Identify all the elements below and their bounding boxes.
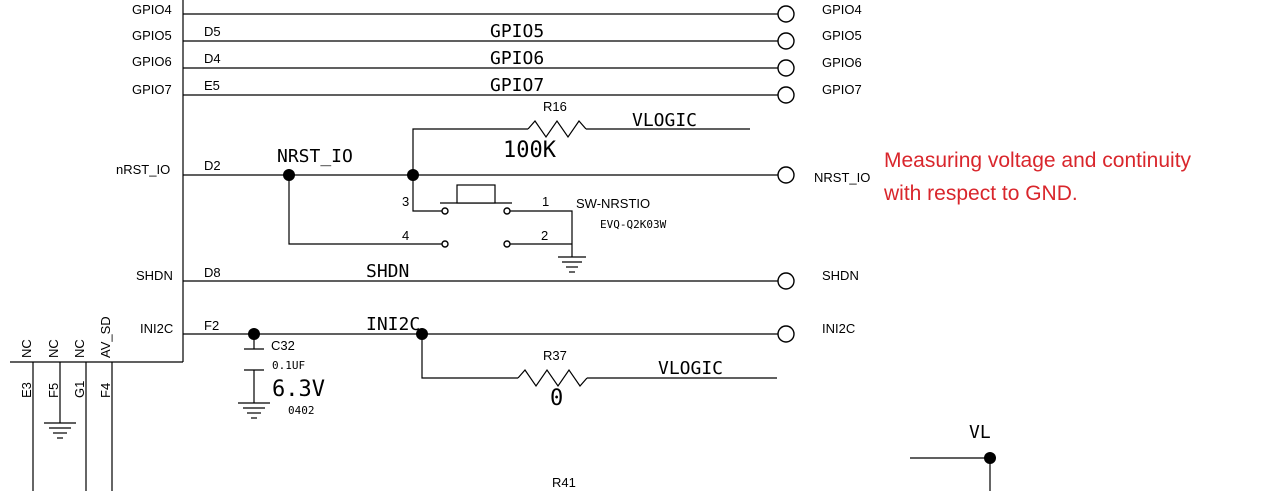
switch-pin1-lead [510, 210, 573, 257]
ini2c-testpoint [777, 325, 795, 343]
nc-f5-label: NC [46, 339, 61, 358]
f5-ball: F5 [46, 383, 61, 398]
nc-g1-label: NC [72, 339, 87, 358]
e3-ball: E3 [19, 382, 34, 398]
vl-net-label: VL [969, 422, 991, 443]
r37-value: 0 [550, 386, 563, 411]
nrst-ball: D2 [204, 158, 221, 173]
gpio4-testpoint [777, 5, 795, 23]
shdn-net-label: SHDN [366, 261, 409, 282]
switch-pin2-num: 2 [541, 228, 548, 243]
gpio6-testpoint-label: GPIO6 [822, 55, 862, 70]
gpio5-testpoint-label: GPIO5 [822, 28, 862, 43]
switch-button [456, 184, 496, 204]
r16-value: 100K [503, 138, 557, 163]
bottom-pin-av-sd-f4: AV_SD F4 [98, 316, 113, 491]
r37-ref: R37 [543, 348, 567, 363]
gpio4-testpoint-label: GPIO4 [822, 2, 862, 17]
ini2c-pin-label: INI2C [140, 321, 173, 336]
switch-ground-symbol [558, 256, 586, 273]
nrst-testpoint [777, 166, 795, 184]
gpio7-testpoint [777, 86, 795, 104]
gpio5-pin-label: GPIO5 [132, 28, 172, 43]
shdn-pin-label: SHDN [136, 268, 173, 283]
c32-ref: C32 [271, 338, 295, 353]
f4-ball: F4 [98, 383, 113, 398]
switch-pin3-lead [412, 175, 442, 212]
annotation-line-2: with respect to GND. [884, 182, 1078, 205]
gpio5-ball: D5 [204, 24, 221, 39]
switch-ref: SW-NRSTIO [576, 196, 650, 211]
vlogic-r16-label: VLOGIC [632, 110, 697, 131]
gpio6-testpoint [777, 59, 795, 77]
vlogic-r37-label: VLOGIC [658, 358, 723, 379]
gpio4-pin-label: GPIO4 [132, 2, 172, 17]
ini2c-testpoint-label: INI2C [822, 321, 855, 336]
g1-ball: G1 [72, 381, 87, 398]
annotation-line-1: Measuring voltage and continuity [884, 149, 1192, 172]
gpio6-pin-label: GPIO6 [132, 54, 172, 69]
measurement-annotation: Measuring voltage and continuity with re… [884, 144, 1264, 210]
ini2c-ball: F2 [204, 318, 219, 333]
bottom-pin-nc-f5: NC F5 [46, 339, 61, 423]
bottom-pin-nc-e3: NC E3 [19, 339, 34, 491]
r37-lead-left [421, 334, 518, 379]
switch-pin1-num: 1 [542, 194, 549, 209]
switch-pin3-num: 3 [402, 194, 409, 209]
switch-contact-2 [503, 240, 511, 248]
switch-pin4-num: 4 [402, 228, 409, 243]
gpio5-net-label: GPIO5 [490, 21, 544, 42]
r16-ref: R16 [543, 99, 567, 114]
nrst-pin-label: nRST_IO [116, 162, 170, 177]
ini2c-net-label: INI2C [366, 314, 420, 335]
nrst-testpoint-label: NRST_IO [814, 170, 870, 185]
nc-e3-label: NC [19, 339, 34, 358]
switch-contact-1 [503, 207, 511, 215]
r16-resistor [527, 119, 587, 139]
gpio5-testpoint [777, 32, 795, 50]
switch-contact-3 [441, 207, 449, 215]
gpio6-net-label: GPIO6 [490, 48, 544, 69]
switch-contact-4 [441, 240, 449, 248]
c32-voltage: 6.3V [272, 377, 325, 402]
gpio7-pin-label: GPIO7 [132, 82, 172, 97]
bottom-pin-nc-g1: NC G1 [72, 339, 87, 491]
shdn-testpoint [777, 272, 795, 290]
gpio7-testpoint-label: GPIO7 [822, 82, 862, 97]
gpio7-ball: E5 [204, 78, 220, 93]
shdn-ball: D8 [204, 265, 221, 280]
switch-part: EVQ-Q2K03W [600, 218, 667, 231]
gpio7-net-label: GPIO7 [490, 75, 544, 96]
r37-resistor [517, 368, 588, 388]
f5-ground-symbol [44, 422, 76, 439]
vl-junction-dot [984, 452, 996, 464]
switch-pin4-lead [288, 175, 442, 245]
c32-value: 0.1UF [272, 359, 305, 372]
shdn-testpoint-label: SHDN [822, 268, 859, 283]
c32-ground-symbol [238, 402, 270, 419]
nrst-net-label: NRST_IO [277, 146, 353, 167]
r41-ref: R41 [552, 475, 576, 490]
c32-package: 0402 [288, 404, 315, 417]
r16-lead-left [412, 128, 528, 175]
av-sd-label: AV_SD [98, 316, 113, 358]
gpio6-ball: D4 [204, 51, 221, 66]
